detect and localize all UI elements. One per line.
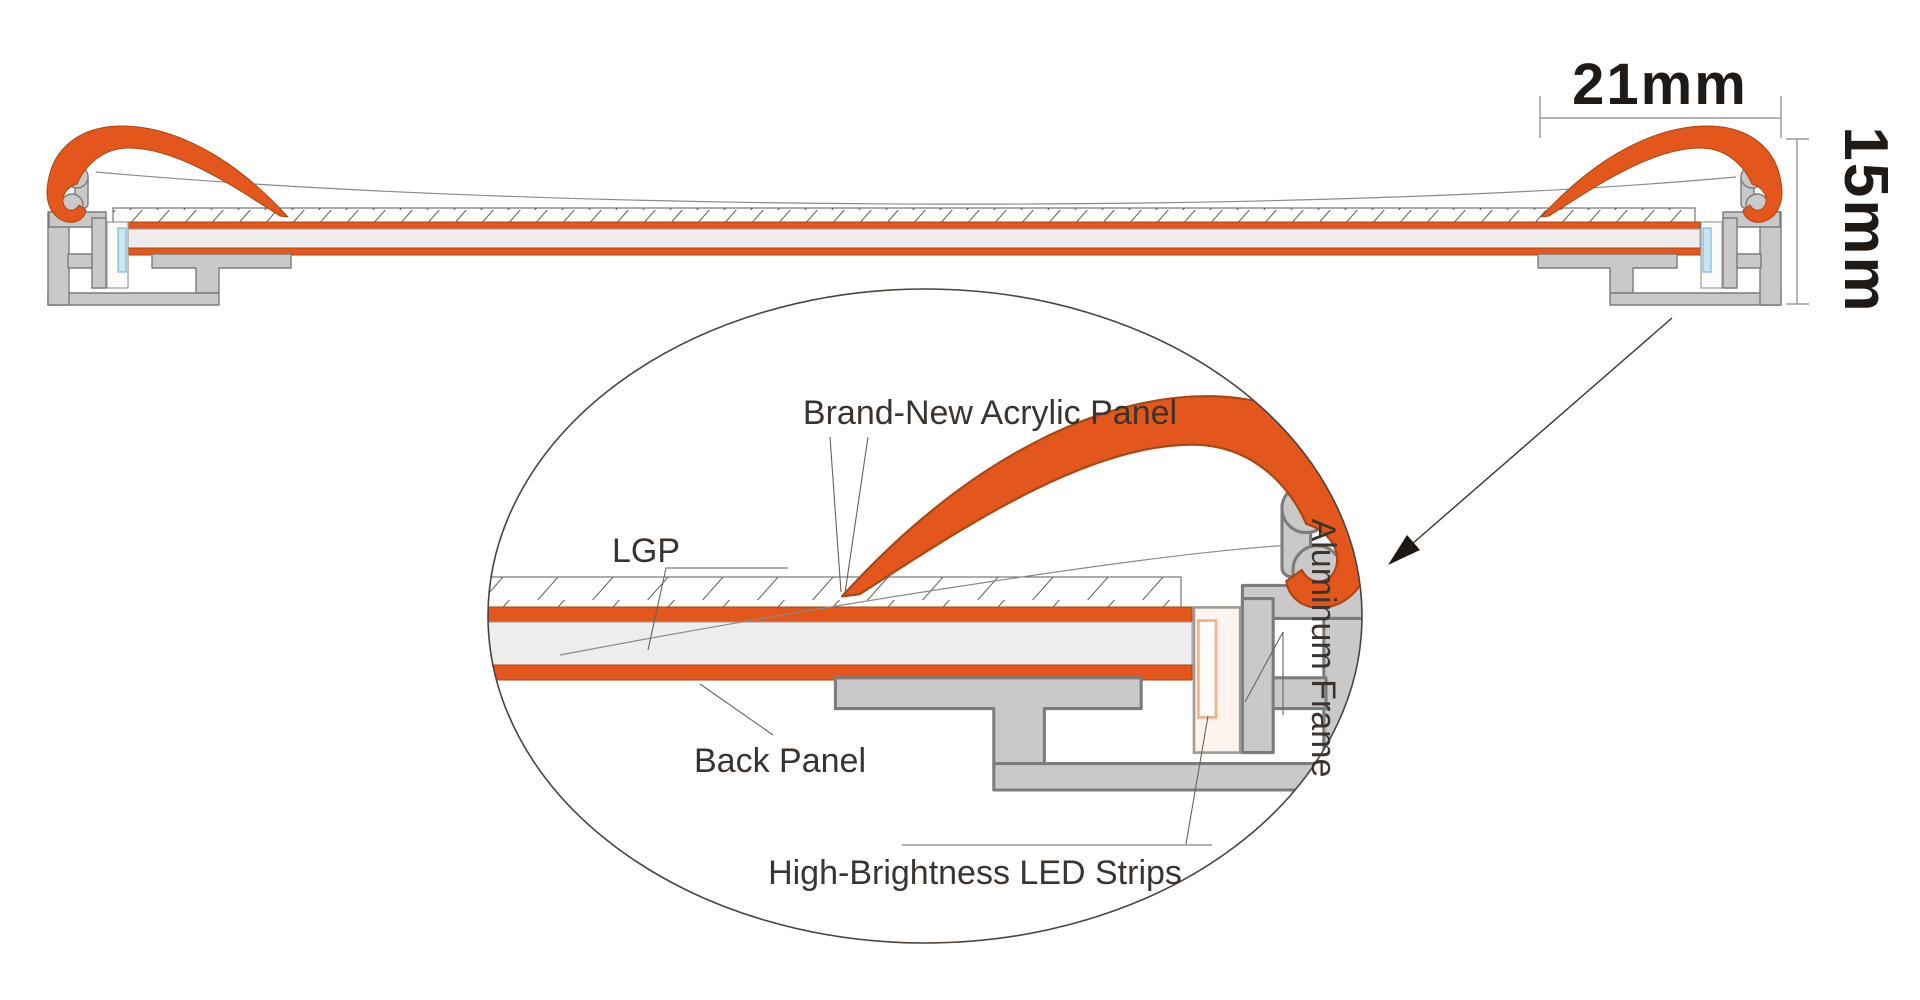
- leader-led-strips: [902, 715, 1212, 846]
- detail-circle-content: [488, 394, 1362, 792]
- acrylic-undersurface-line-detail: [559, 544, 1296, 656]
- detail-circle-outline: [487, 288, 1363, 944]
- dimension-21mm: 21mm: [1539, 52, 1782, 138]
- lgp-layer-detail: [488, 621, 1193, 666]
- leader-aluminum-frame: [1244, 631, 1284, 715]
- leader-back-panel: [699, 683, 774, 736]
- top-orange-strip: [112, 221, 1701, 230]
- acrylic-hatching-detail: [488, 577, 1181, 607]
- acrylic-hatching: [113, 208, 1695, 222]
- leader-acrylic: [829, 436, 869, 594]
- zoom-arrow: [1388, 317, 1673, 565]
- arrowhead: [1388, 535, 1420, 565]
- dimension-21mm-label: 21mm: [1572, 52, 1748, 117]
- label-aluminum-frame: Aluminum Frame: [1304, 519, 1342, 778]
- detail-labels: Brand-New Acrylic Panel LGP Back Panel H…: [612, 394, 1342, 892]
- leader-lgp: [647, 567, 788, 651]
- lgp-layer: [112, 228, 1701, 249]
- label-lgp: LGP: [612, 532, 680, 570]
- bottom-orange-strip: [112, 247, 1703, 256]
- label-back-panel: Back Panel: [694, 742, 866, 780]
- label-led-strips: High-Brightness LED Strips: [768, 854, 1182, 892]
- layer-stack-main: [112, 207, 1703, 256]
- main-cross-section: 21mm 15mm: [46, 52, 1900, 314]
- layer-stack-detail: [488, 576, 1193, 681]
- dimension-15mm: 15mm: [1786, 126, 1900, 314]
- top-orange-strip-detail: [488, 606, 1193, 623]
- label-acrylic-panel: Brand-New Acrylic Panel: [803, 394, 1177, 432]
- bottom-orange-strip-detail: [488, 664, 1193, 681]
- dimension-15mm-label: 15mm: [1831, 126, 1900, 313]
- acrylic-undersurface-line: [95, 171, 1737, 205]
